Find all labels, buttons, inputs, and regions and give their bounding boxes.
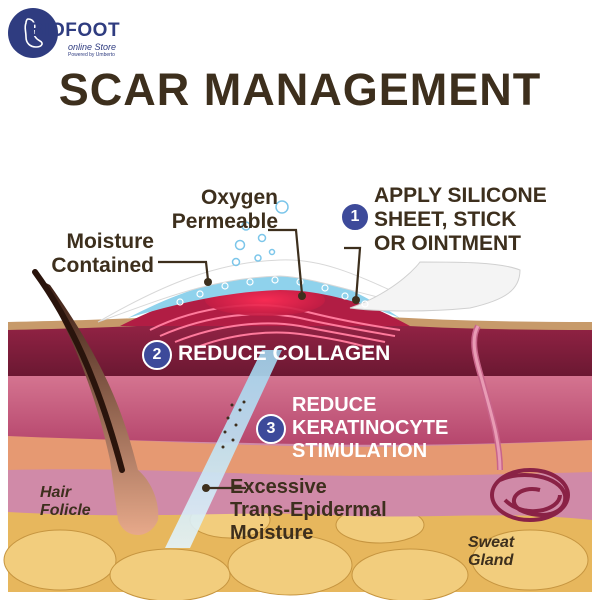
hair-line-1: Hair [40, 484, 72, 501]
sweat-line-1: Sweat [468, 534, 515, 551]
logo-powered: Powered by Umberto [68, 52, 115, 58]
hair-line-2: Folicle [40, 502, 91, 520]
pointer-lines [158, 228, 362, 490]
excessive-line-1: Excessive [230, 476, 327, 498]
oxygen-bubbles [231, 200, 289, 267]
moisture-line-2: Contained [51, 254, 154, 278]
step-3-badge: 3 [256, 414, 286, 444]
excessive-moisture-label: Excessive Trans-Epidermal Moisture [230, 476, 387, 545]
oxygen-permeable-label: Oxygen Permeable [170, 186, 278, 234]
hair-follicle [40, 280, 159, 535]
keratinocyte-line-2: KERATINOCYTE [292, 417, 449, 439]
sheet-peel [349, 261, 521, 312]
sweat-gland-coil [490, 468, 570, 522]
dermis-band [8, 436, 592, 476]
tewl-beam [165, 350, 282, 548]
dermis-upper [8, 370, 592, 445]
excessive-line-3: Moisture [230, 522, 314, 544]
logo-badge [8, 8, 58, 58]
moisture-line-1: Moisture [66, 230, 154, 253]
beam-dots [221, 400, 246, 449]
hair-shaft [32, 269, 125, 473]
brand-logo: BIOFOOT online Store Powered by Umberto [8, 8, 128, 60]
keratinocyte-line-3: STIMULATION [292, 440, 428, 462]
sweat-line-2: Gland [468, 552, 514, 570]
excessive-line-2: Trans-Epidermal [230, 499, 387, 521]
logo-brand: BIOFOOT [30, 20, 121, 41]
step-1-badge: 1 [340, 202, 370, 232]
apply-line-3: OR OINTMENT [374, 232, 521, 256]
logo-tagline: online Store [68, 42, 117, 52]
moisture-bubbles [176, 276, 369, 308]
apply-line-1: APPLY SILICONE [374, 184, 547, 207]
hair-follicle-label: Hair Folicle [40, 484, 91, 521]
oxygen-line-2: Permeable [171, 210, 278, 234]
step-2-badge: 2 [142, 340, 172, 370]
foot-icon [24, 18, 43, 48]
oxygen-line-1: Oxygen [200, 186, 278, 209]
sweat-gland-label: Sweat Gland [468, 534, 514, 571]
pointer-dots [202, 278, 360, 492]
apply-line-2: SHEET, STICK [374, 208, 517, 232]
moisture-contained-label: Moisture Contained [24, 230, 154, 278]
reduce-keratinocyte-label: REDUCE KERATINOCYTE STIMULATION [292, 394, 448, 463]
apply-silicone-label: APPLY SILICONE SHEET, STICK OR OINTMENT [374, 184, 547, 256]
reduce-collagen-label: REDUCE COLLAGEN [178, 342, 391, 365]
keratinocyte-line-1: REDUCE [292, 394, 377, 416]
page-title: SCAR MANAGEMENT [58, 64, 542, 115]
